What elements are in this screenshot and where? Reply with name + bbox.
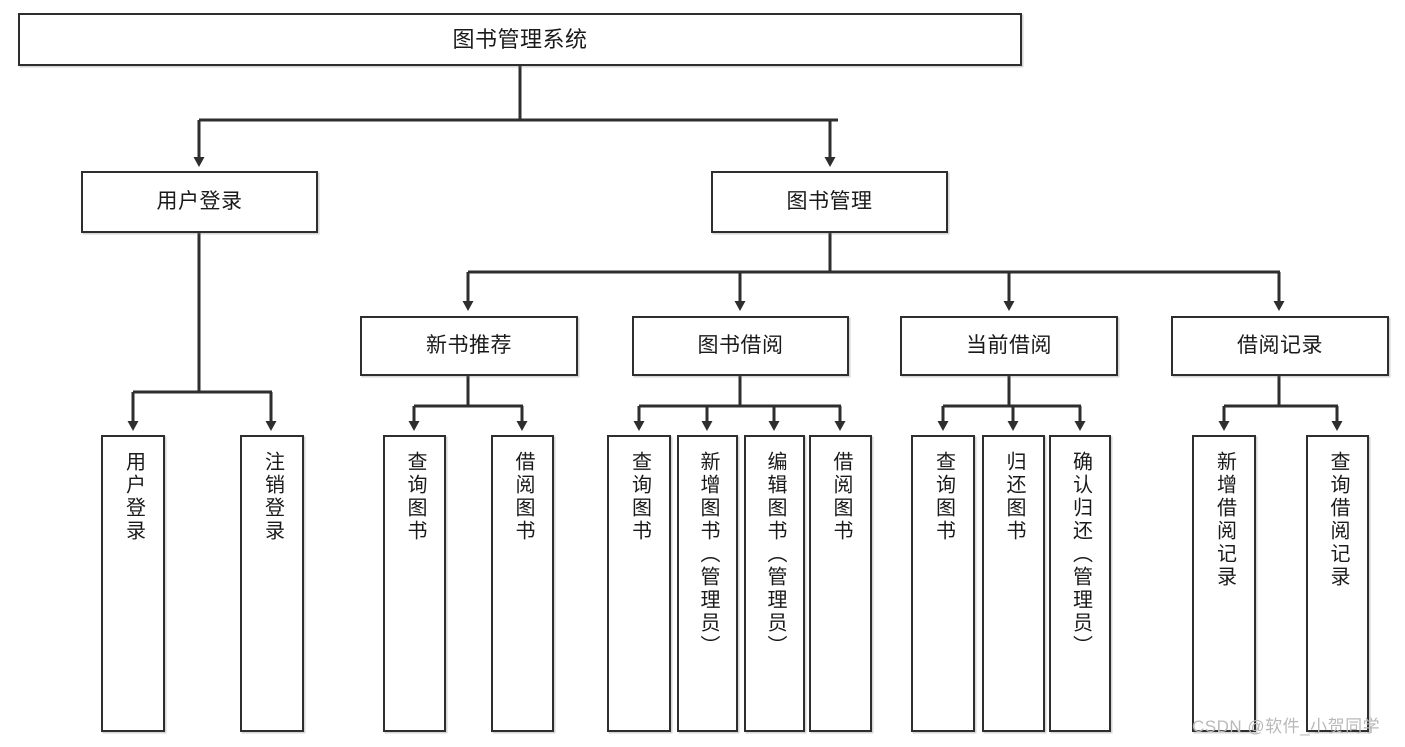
node-new-book-recommend[interactable]: 新书推荐 [360, 316, 578, 376]
node-label: 编辑图书（管理员） [764, 451, 786, 658]
node-label: 借阅记录 [1237, 333, 1323, 357]
leaf-book-borrow-edit-book-admin[interactable]: 编辑图书（管理员） [744, 435, 805, 732]
node-label: 用户登录 [156, 189, 243, 213]
leaf-current-borrow-query-book[interactable]: 查询图书 [911, 435, 975, 732]
node-label: 新书推荐 [426, 333, 512, 357]
node-book-borrow[interactable]: 图书借阅 [632, 316, 849, 376]
leaf-book-borrow-query-book[interactable]: 查询图书 [607, 435, 671, 732]
node-user-login[interactable]: 用户登录 [81, 171, 318, 233]
node-book-management[interactable]: 图书管理 [711, 171, 948, 233]
node-label: 查询借阅记录 [1327, 451, 1349, 589]
node-label: 归还图书 [1003, 451, 1025, 543]
node-label: 图书管理 [786, 189, 873, 213]
leaf-current-borrow-confirm-return-admin[interactable]: 确认归还（管理员） [1049, 435, 1111, 732]
node-label: 借阅图书 [512, 451, 534, 543]
node-label: 查询图书 [404, 451, 426, 543]
leaf-borrow-records-query-record[interactable]: 查询借阅记录 [1306, 435, 1369, 732]
node-label: 查询图书 [628, 451, 651, 543]
leaf-borrow-records-add-record[interactable]: 新增借阅记录 [1192, 435, 1256, 732]
leaf-new-book-query-book[interactable]: 查询图书 [383, 435, 446, 732]
node-root-book-management-system[interactable]: 图书管理系统 [18, 13, 1022, 66]
leaf-user-login-logout[interactable]: 注销登录 [240, 435, 304, 732]
node-label: 当前借阅 [966, 333, 1052, 357]
node-borrow-records[interactable]: 借阅记录 [1171, 316, 1389, 376]
node-label: 新增图书（管理员） [697, 451, 719, 658]
node-label: 图书借阅 [697, 333, 784, 357]
node-label: 注销登录 [261, 451, 284, 543]
leaf-book-borrow-borrow-book[interactable]: 借阅图书 [809, 435, 872, 732]
node-label: 查询图书 [932, 451, 955, 543]
leaf-user-login-login[interactable]: 用户登录 [101, 435, 165, 732]
leaf-book-borrow-add-book-admin[interactable]: 新增图书（管理员） [677, 435, 738, 732]
node-label: 借阅图书 [830, 451, 852, 543]
node-label: 确认归还（管理员） [1069, 451, 1092, 658]
node-label: 图书管理系统 [452, 26, 588, 52]
leaf-new-book-borrow-book[interactable]: 借阅图书 [491, 435, 554, 732]
node-label: 用户登录 [122, 451, 145, 543]
leaf-current-borrow-return-book[interactable]: 归还图书 [982, 435, 1045, 732]
node-current-borrow[interactable]: 当前借阅 [900, 316, 1118, 376]
node-label: 新增借阅记录 [1213, 451, 1236, 589]
